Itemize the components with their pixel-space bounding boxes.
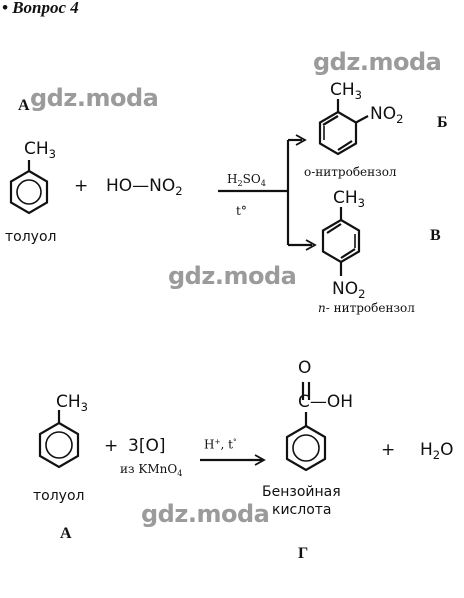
toluene-ring-2 (38, 410, 80, 469)
para-no2: NO2 (332, 279, 366, 302)
watermark-2: gdz.moda (313, 48, 442, 76)
watermark-4: gdz.moda (141, 500, 270, 528)
oxidant-source: из KMnO4 (120, 462, 183, 478)
para-product-name: n- нитробензол (318, 301, 415, 315)
condition-temperature: t° (236, 204, 247, 218)
nitric-acid: HO—NO2 (106, 176, 183, 199)
toluene-ch3: CH3 (24, 139, 57, 162)
water: H2O (420, 440, 454, 463)
plus-sign-3: + (381, 440, 396, 460)
toluene-name-1: толуол (5, 229, 57, 245)
benzoic-acid-name-2: кислота (272, 502, 332, 518)
label-v: В (430, 227, 441, 244)
para-ch3: CH3 (333, 188, 366, 211)
toluene-name-2: толуол (33, 488, 85, 504)
ortho-nitro-ring (318, 99, 369, 156)
plus-sign-1: + (74, 176, 89, 196)
oxidant: 3[O] (128, 436, 166, 456)
question-heading: • Вопрос 4 (2, 0, 79, 17)
carboxyl-group: C—OH (298, 392, 354, 412)
label-b: Б (437, 114, 448, 131)
label-a: А (18, 97, 30, 114)
ortho-product-name: o-нитробензол (304, 165, 397, 179)
carbonyl-oxygen: O (298, 358, 312, 378)
toluene-ch3-2: CH3 (56, 392, 89, 415)
ortho-ch3: CH3 (330, 80, 363, 103)
para-nitro-ring (321, 207, 361, 276)
ortho-no2: NO2 (370, 104, 404, 127)
label-g: Г (298, 545, 309, 562)
watermark-1: gdz.moda (30, 84, 159, 112)
benzoic-acid-ring (285, 382, 327, 472)
catalyst-h2so4: H2SO4 (227, 172, 266, 188)
toluene-ring-1 (9, 160, 49, 215)
nitration-arrow (218, 134, 317, 251)
plus-sign-2: + (104, 436, 119, 456)
oxidation-condition: H+, t° (204, 437, 237, 452)
label-a-2: А (60, 525, 72, 542)
benzoic-acid-name-1: Бензойная (262, 484, 341, 500)
watermark-3: gdz.moda (168, 262, 297, 290)
oxidation-arrow (200, 454, 266, 466)
